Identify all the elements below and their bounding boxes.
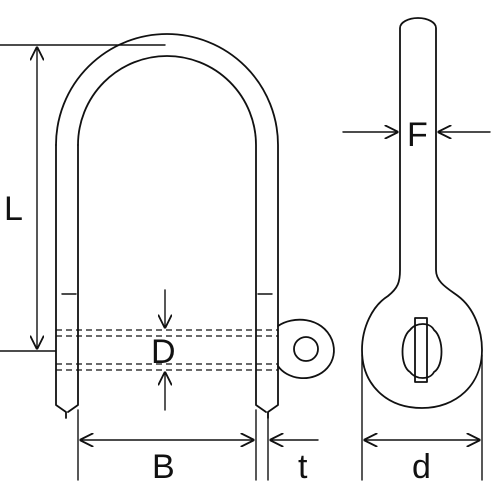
label-t: t (298, 448, 308, 486)
label-B: B (152, 448, 175, 486)
shackle-outer-left-leg (55, 144, 67, 419)
shackle-front-view (55, 33, 335, 419)
label-d: d (412, 448, 431, 486)
side-view-outline (361, 17, 483, 409)
shackle-outer-outline (55, 33, 279, 419)
pin-eye-hole (293, 336, 319, 362)
label-L: L (4, 190, 23, 228)
dimension-D: D (151, 289, 176, 411)
pin-eye-outline (277, 318, 335, 379)
dimension-B: B (77, 409, 257, 486)
pin-slot-side (414, 317, 428, 383)
shackle-inner-outline (77, 55, 267, 413)
shackle-side-view: F d (342, 17, 491, 486)
dimension-L: L (0, 44, 166, 352)
pin-head-side (401, 323, 443, 379)
label-D: D (151, 333, 176, 371)
shackle-inner-left-leg (67, 144, 79, 413)
dimension-t: t (267, 411, 319, 486)
label-F: F (407, 116, 428, 154)
